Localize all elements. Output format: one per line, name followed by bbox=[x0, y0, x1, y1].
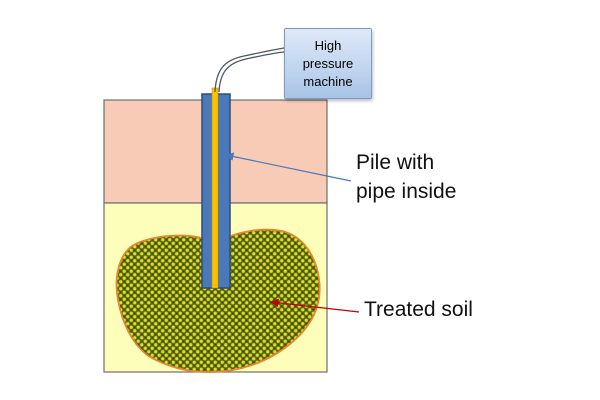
soil-callout-arrow bbox=[270, 298, 360, 313]
treated-soil-zone bbox=[115, 228, 321, 373]
machine-label: High pressure machine bbox=[302, 37, 354, 89]
pile-label: Pile with pipe inside bbox=[356, 151, 457, 203]
hose-outer bbox=[214, 47, 285, 93]
pile-callout-arrow bbox=[225, 152, 352, 182]
hose-inner bbox=[218, 51, 285, 93]
high-pressure-machine-box: High pressure machine bbox=[284, 28, 372, 99]
treated-soil-label: Treated soil bbox=[364, 298, 473, 321]
pipe bbox=[211, 87, 219, 289]
